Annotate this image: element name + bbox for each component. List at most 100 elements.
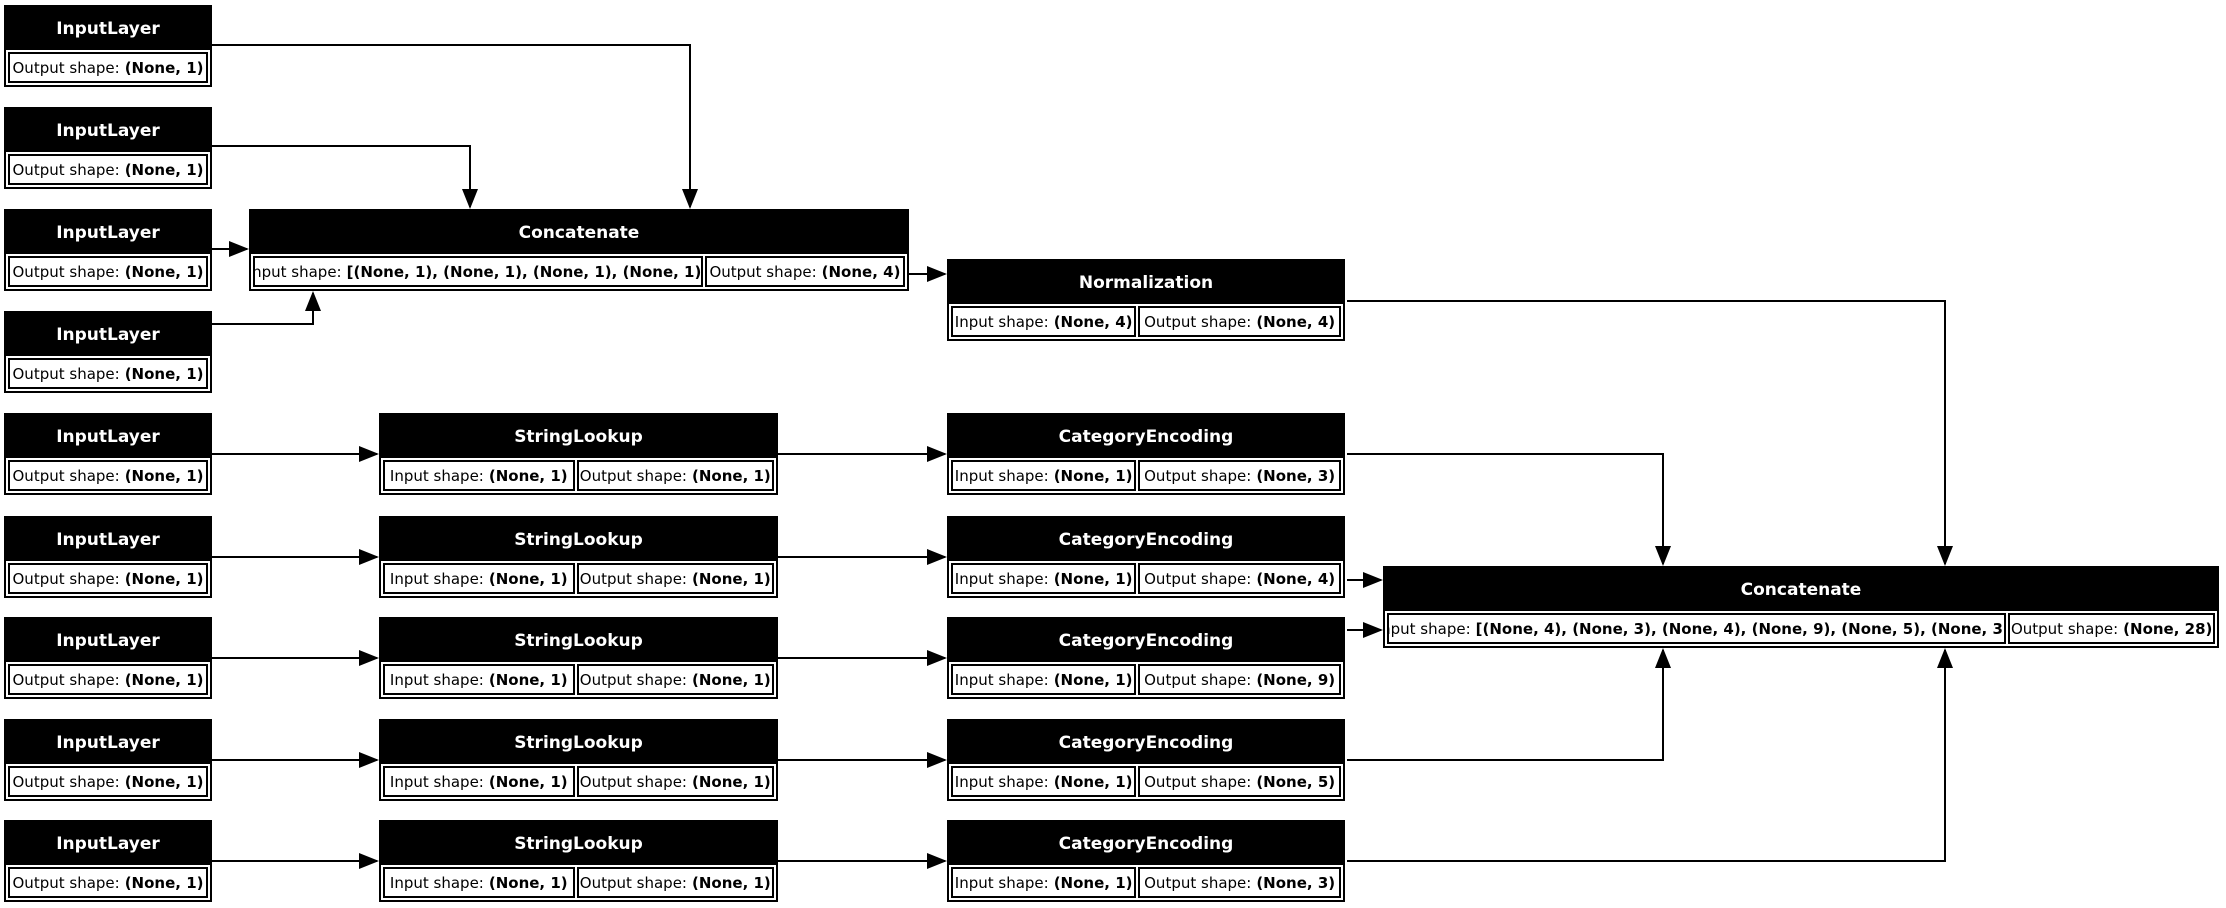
layer-type-title: Normalization [949,261,1343,304]
output-shape-cell: Output shape:(None, 1) [8,766,208,797]
output-shape-cell: Output shape:(None, 28) [2008,613,2215,644]
layer-type-title: CategoryEncoding [949,619,1343,662]
node-stringlookup-2: StringLookup Input shape:(None, 1) Outpu… [379,516,778,598]
node-stringlookup-4: StringLookup Input shape:(None, 1) Outpu… [379,719,778,801]
edge-ce5-concat2 [1347,648,1953,862]
input-shape-cell: Input shape:(None, 1) [951,664,1137,695]
output-shape-cell: Output shape:(None, 1) [8,52,208,83]
shape-value: (None, 9) [1256,670,1336,689]
input-shape-cell: Input shape:[(None, 4), (None, 3), (None… [1387,613,2007,644]
shape-label: Input shape: [954,873,1049,892]
output-shape-cell: Output shape:(None, 1) [8,664,208,695]
shape-label: Input shape: [389,873,484,892]
shape-label: Input shape: [954,670,1049,689]
shape-value: (None, 3) [1256,873,1336,892]
edge-il1-concat1 [212,44,698,209]
layer-type-title: InputLayer [6,518,210,561]
shape-value: (None, 1) [692,873,771,892]
edge-ce4-concat2 [1347,648,1671,761]
edge-norm-concat2 [1347,300,1953,566]
shape-value: (None, 4) [1256,569,1336,588]
input-shape-cell: Input shape:(None, 1) [951,460,1137,491]
shape-value: (None, 1) [488,466,568,485]
shape-value: (None, 1) [692,670,771,689]
output-shape-cell: Output shape:(None, 1) [8,563,208,594]
shape-label: Output shape: [12,160,120,179]
shape-value: (None, 5) [1256,772,1336,791]
shape-label: Output shape: [579,772,687,791]
shape-value: (None, 1) [692,569,771,588]
layer-type-title: Concatenate [1385,568,2217,611]
shape-label: Input shape: [389,466,484,485]
output-shape-cell: Output shape:(None, 1) [8,154,208,185]
node-categoryencoding-2: CategoryEncoding Input shape:(None, 1) O… [947,516,1345,598]
shape-label: Input shape: [389,772,484,791]
shape-value: (None, 4) [1053,312,1133,331]
layer-type-title: InputLayer [6,7,210,50]
shape-label: Output shape: [1144,670,1252,689]
output-shape-cell: Output shape:(None, 1) [576,563,774,594]
shape-value: (None, 1) [692,466,771,485]
shape-value: (None, 1) [1053,466,1133,485]
layer-type-title: CategoryEncoding [949,518,1343,561]
node-inputlayer-7: InputLayer Output shape:(None, 1) [4,617,212,699]
shape-label: Output shape: [1144,772,1252,791]
shape-label: Output shape: [12,873,120,892]
output-shape-cell: Output shape:(None, 1) [8,256,208,287]
shape-label: Output shape: [12,466,120,485]
output-shape-cell: Output shape:(None, 3) [1138,867,1341,898]
shape-value: [(None, 1), (None, 1), (None, 1), (None,… [346,262,703,281]
shape-value: (None, 1) [124,262,204,281]
output-shape-cell: Output shape:(None, 4) [1138,306,1341,337]
node-inputlayer-6: InputLayer Output shape:(None, 1) [4,516,212,598]
layer-type-title: StringLookup [381,415,776,458]
input-shape-cell: Input shape:(None, 4) [951,306,1137,337]
layer-type-title: CategoryEncoding [949,721,1343,764]
shape-label: Input shape: [954,569,1049,588]
layer-type-title: InputLayer [6,721,210,764]
shape-label: Output shape: [579,873,687,892]
output-shape-cell: Output shape:(None, 3) [1138,460,1341,491]
shape-label: Input shape: [389,569,484,588]
layer-type-title: StringLookup [381,721,776,764]
node-inputlayer-9: InputLayer Output shape:(None, 1) [4,820,212,902]
node-concatenate-2: Concatenate Input shape:[(None, 4), (Non… [1383,566,2219,648]
node-categoryencoding-5: CategoryEncoding Input shape:(None, 1) O… [947,820,1345,902]
input-shape-cell: Input shape:(None, 1) [951,766,1137,797]
shape-value: (None, 1) [124,670,204,689]
output-shape-cell: Output shape:(None, 1) [8,460,208,491]
layer-type-title: InputLayer [6,822,210,865]
shape-value: (None, 1) [1053,569,1133,588]
layer-type-title: InputLayer [6,415,210,458]
layer-type-title: InputLayer [6,619,210,662]
shape-value: (None, 1) [124,466,204,485]
edge-il2-concat1 [212,145,478,209]
layer-type-title: CategoryEncoding [949,822,1343,865]
shape-value: (None, 1) [124,160,204,179]
input-shape-cell: Input shape:(None, 1) [383,563,575,594]
shape-label: Output shape: [579,466,687,485]
shape-value: (None, 1) [1053,772,1133,791]
shape-label: Output shape: [1144,466,1252,485]
shape-label: Output shape: [1144,312,1252,331]
edge-ce1-concat2 [1347,453,1671,566]
shape-value: (None, 4) [1256,312,1336,331]
shape-value: (None, 3) [1256,466,1336,485]
shape-label: Input shape: [1389,619,1471,638]
shape-value: (None, 1) [488,569,568,588]
node-categoryencoding-1: CategoryEncoding Input shape:(None, 1) O… [947,413,1345,495]
shape-value: (None, 1) [488,772,568,791]
layer-type-title: CategoryEncoding [949,415,1343,458]
shape-label: Input shape: [954,466,1049,485]
layer-type-title: StringLookup [381,518,776,561]
shape-value: (None, 1) [124,569,204,588]
edge-il4-concat1 [212,291,321,325]
shape-label: Output shape: [579,670,687,689]
shape-value: (None, 1) [1053,873,1133,892]
shape-value: (None, 1) [488,873,568,892]
shape-label: Output shape: [1144,873,1252,892]
shape-value: (None, 1) [692,772,771,791]
output-shape-cell: Output shape:(None, 1) [8,867,208,898]
input-shape-cell: Input shape:[(None, 1), (None, 1), (None… [253,256,703,287]
